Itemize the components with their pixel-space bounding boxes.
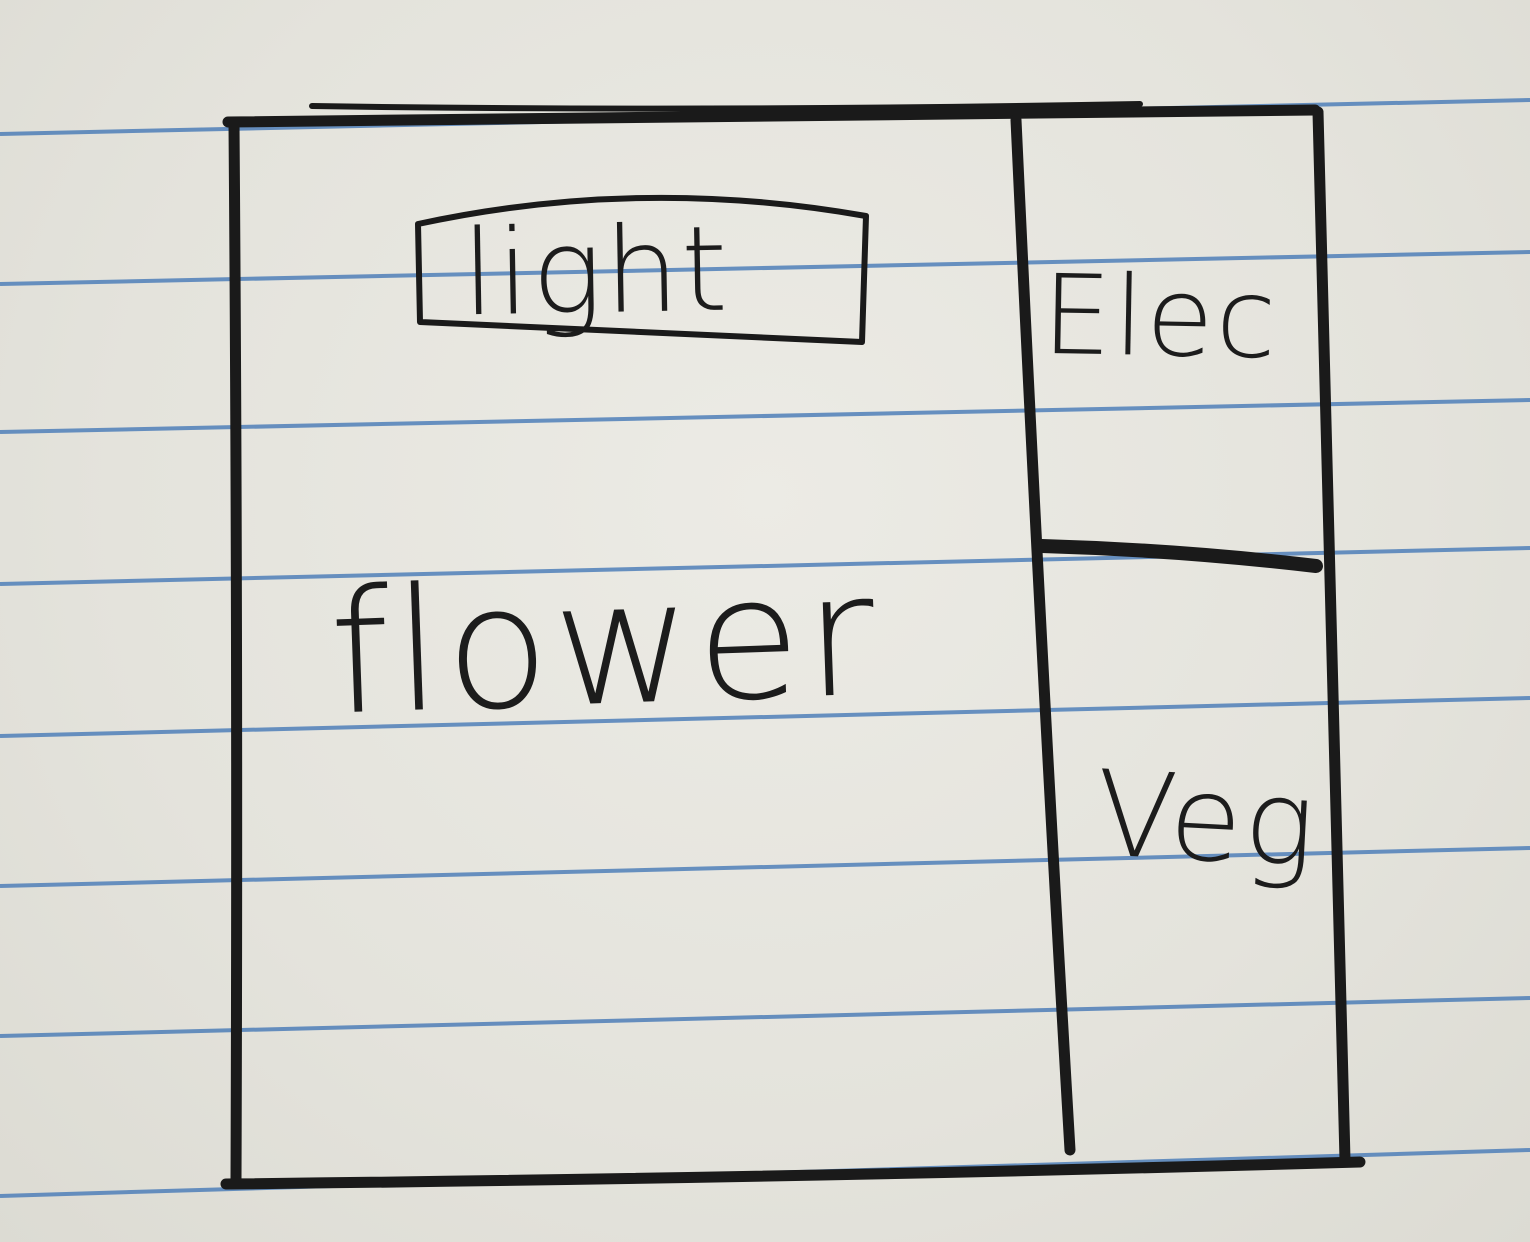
room-dividers — [1010, 114, 1323, 1156]
flower-room-label: flower — [326, 536, 882, 754]
room-outline — [220, 101, 1366, 1190]
veg-room-label: Veg — [1092, 744, 1321, 894]
light-fixture-box — [415, 194, 869, 345]
elec-room-label: Elec — [1040, 250, 1280, 384]
light-label: light — [460, 199, 731, 343]
